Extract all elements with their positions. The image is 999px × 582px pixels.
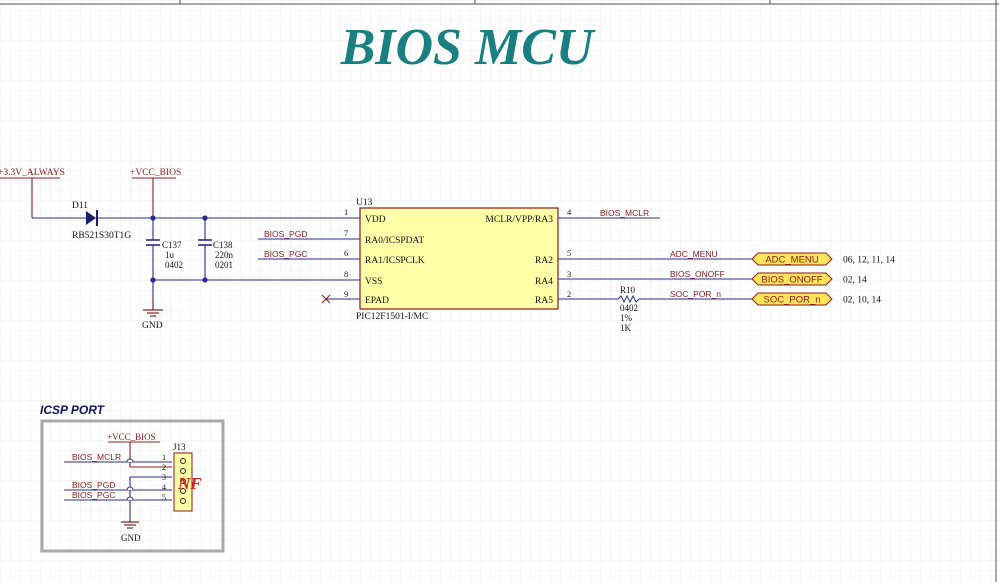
pin-name-ra5: RA5 [535,296,553,306]
pin-num-7: 7 [344,228,348,238]
wire-hop [126,458,134,463]
power-rail-vcc-bios: +VCC_BIOS [130,168,181,218]
resistor-r10: R10 0402 1% 1K [617,285,640,333]
port-pages: 02, 14 [843,276,867,286]
mcu-body [359,207,559,310]
icsp-frame [40,419,225,553]
net-bios-pgd: BIOS_PGD [264,229,307,239]
r10-value: 1K [620,323,632,333]
net-bios-onoff: BIOS_ONOFF [670,269,725,279]
net-bios-pgc: BIOS_PGC [264,249,307,259]
port-pages: 02, 10, 14 [843,296,881,306]
pin-name-vdd: VDD [365,215,386,225]
pin-name-vss: VSS [365,277,382,287]
wire-hop [126,496,134,501]
c137-pkg: 0402 [165,260,183,270]
j13-ref: J13 [173,442,186,452]
pin-hole [180,468,186,474]
diode-ref: D11 [72,201,88,211]
pin-num-6: 6 [344,248,348,258]
pin-hole [180,458,186,464]
icsp-vcc-label: +VCC_BIOS [107,432,156,442]
power-rail-3v3: +3.3V_ALWAYS [0,168,65,218]
port-label: SOC_POR_n [763,295,820,306]
pin-num-8: 8 [344,269,348,279]
icsp-net-mclr: BIOS_MCLR [72,452,121,462]
c137-ref: C137 [162,240,182,250]
pin-num-9: 9 [344,289,348,299]
icsp-vcc: +VCC_BIOS [107,432,160,467]
j13-pin-4: 4 [162,483,166,492]
pin-name-ra4: RA4 [535,277,553,287]
ground-symbol: GND [142,300,163,331]
connector-j13: J13 1 2 3 4 5 NF [162,442,202,512]
j13-pin-2: 2 [162,463,166,472]
pin-hole [180,488,186,494]
port-pages: 06, 12, 11, 14 [843,256,895,266]
rail-3v3-label: +3.3V_ALWAYS [0,168,65,178]
capacitor-c137: C137 1u 0402 [146,218,183,310]
port-soc-por-n[interactable]: SOC_POR_n 02, 10, 14 [751,292,881,306]
pin-num-5: 5 [567,248,571,258]
pin-num-3: 3 [567,269,571,279]
c138-value: 220n [215,250,234,260]
port-label: BIOS_ONOFF [761,275,822,286]
nf-marker: NF [177,474,202,493]
diode-d11: D11 RB521S30T1G [32,201,360,241]
pin-num-2: 2 [567,289,571,299]
icsp-title: ICSP PORT [40,403,106,417]
net-adc-menu: ADC_MENU [670,249,718,259]
r10-tol: 1% [620,313,633,323]
c137-value: 1u [165,250,175,260]
pin-num-4: 4 [567,207,572,217]
pin-hole [180,498,186,504]
icsp-ground-symbol: GND [121,521,141,543]
diode-part: RB521S30T1G [72,231,131,241]
gnd-label: GND [142,321,163,331]
j13-pin-3: 3 [162,473,166,482]
icsp-net-pgc: BIOS_PGC [72,490,115,500]
capacitor-c138: C138 220n 0201 [198,218,234,280]
j13-pin-5: 5 [162,493,166,502]
pin-name-ra1: RA1/ICSPCLK [365,256,425,266]
icsp-gnd-label: GND [121,533,141,543]
net-soc-por-n: SOC_POR_n [670,289,721,299]
pin-name-ra0: RA0/ICSPDAT [365,236,424,246]
mcu-part: PIC12F1501-I/MC [356,312,428,322]
pin-name-epad: EPAD [365,296,389,306]
pin-hole [180,478,186,484]
rail-vcc-bios-label: +VCC_BIOS [130,168,181,178]
pin-num-1: 1 [344,207,348,217]
page-title: BIOS MCU [340,19,596,76]
c138-ref: C138 [213,240,233,250]
pin-name-mclr: MCLR/VPP/RA3 [485,215,553,225]
icsp-net-pgd: BIOS_PGD [72,480,115,490]
r10-ref: R10 [620,285,636,295]
wire-hop [126,486,134,491]
j13-pin-1: 1 [162,453,166,462]
net-bios-mclr: BIOS_MCLR [600,208,649,218]
c138-pkg: 0201 [215,260,233,270]
no-connect-icon [321,294,331,304]
mcu-u13: U13 PIC12F1501-I/MC VDD RA0/ICSPDAT RA1/… [344,198,572,322]
port-bios-onoff[interactable]: BIOS_ONOFF 02, 14 [751,272,867,286]
pin-name-ra2: RA2 [535,256,553,266]
mcu-ref: U13 [356,198,373,208]
r10-pkg: 0402 [620,303,638,313]
port-label: ADC_MENU [765,255,818,266]
port-adc-menu[interactable]: ADC_MENU 06, 12, 11, 14 [751,252,895,266]
